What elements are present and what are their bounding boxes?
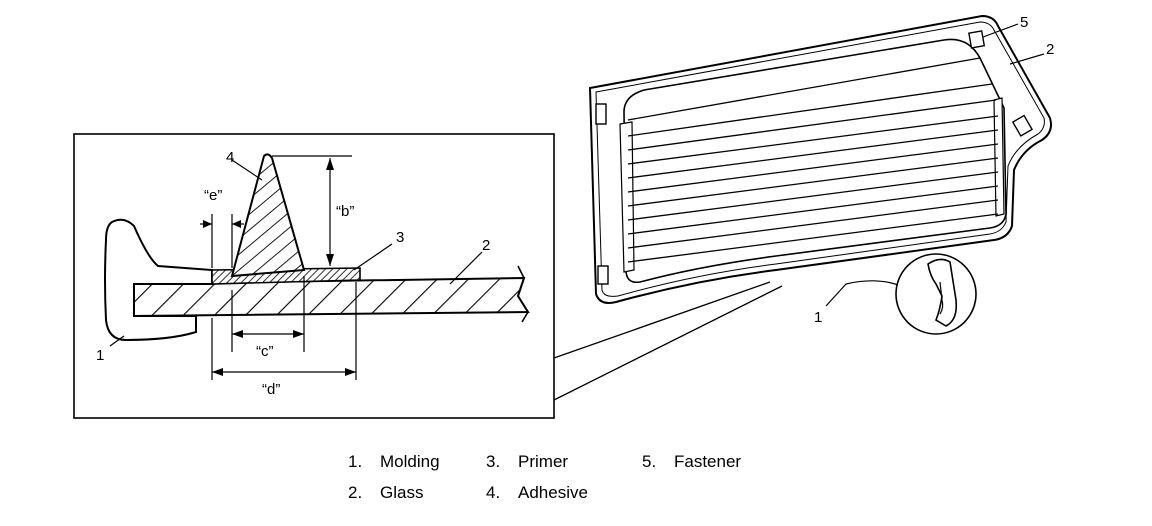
fastener-clip-top-right bbox=[968, 30, 986, 49]
legend-item-adhesive: 4. Adhesive bbox=[486, 477, 588, 508]
detail-callout-glass: 2 bbox=[482, 237, 490, 254]
legend-number: 2. bbox=[348, 483, 363, 502]
legend-item-primer: 3. Primer bbox=[486, 446, 568, 477]
main-callout-fastener: 5 bbox=[1020, 14, 1028, 31]
legend-number: 4. bbox=[486, 483, 501, 502]
molding-leader bbox=[825, 280, 907, 307]
rear-window-illustration: 5 2 1 bbox=[588, 14, 1054, 335]
main-callout-glass: 2 bbox=[1046, 41, 1054, 58]
detail-frame bbox=[73, 133, 555, 419]
cross-section-detail: 4 3 2 1 “b” “e” “c” “d” bbox=[73, 133, 783, 419]
dimension-b-label: “b” bbox=[336, 203, 354, 220]
dimension-e-label: “e” bbox=[204, 187, 222, 204]
detail-callout-primer: 3 bbox=[396, 229, 404, 246]
callout-connector-lower bbox=[553, 285, 783, 401]
fastener-clip-left-bottom bbox=[597, 265, 609, 285]
detail-callout-molding: 1 bbox=[96, 347, 104, 364]
defroster-grid-lines bbox=[627, 57, 999, 263]
legend-item-fastener: 5. Fastener bbox=[642, 446, 741, 477]
legend-number: 5. bbox=[642, 452, 657, 471]
adhesive-bead bbox=[230, 153, 306, 278]
legend-number: 3. bbox=[486, 452, 501, 471]
legend-label: Primer bbox=[518, 452, 569, 471]
molding-magnifier-profile bbox=[927, 258, 958, 327]
fastener-clip-right bbox=[1011, 114, 1034, 137]
main-callout-molding: 1 bbox=[814, 309, 822, 326]
legend-item-molding: 1. Molding bbox=[348, 446, 440, 477]
legend-number: 1. bbox=[348, 452, 363, 471]
legend-label: Molding bbox=[380, 452, 440, 471]
dimension-c-label: “c” bbox=[256, 343, 274, 360]
legend-item-glass: 2. Glass bbox=[348, 477, 423, 508]
molding-profile bbox=[104, 218, 213, 342]
fastener-clip-left-top bbox=[595, 103, 607, 125]
legend-label: Adhesive bbox=[518, 483, 588, 502]
legend-label: Fastener bbox=[674, 452, 742, 471]
window-body-inner-outline bbox=[595, 21, 1045, 297]
defroster-side-bus-left bbox=[619, 121, 635, 273]
detail-callout-adhesive: 4 bbox=[226, 149, 234, 166]
legend-label: Glass bbox=[380, 483, 424, 502]
glass-break-line bbox=[517, 265, 529, 323]
callout-connector-upper bbox=[553, 281, 771, 359]
dimension-d-label: “d” bbox=[262, 381, 280, 398]
